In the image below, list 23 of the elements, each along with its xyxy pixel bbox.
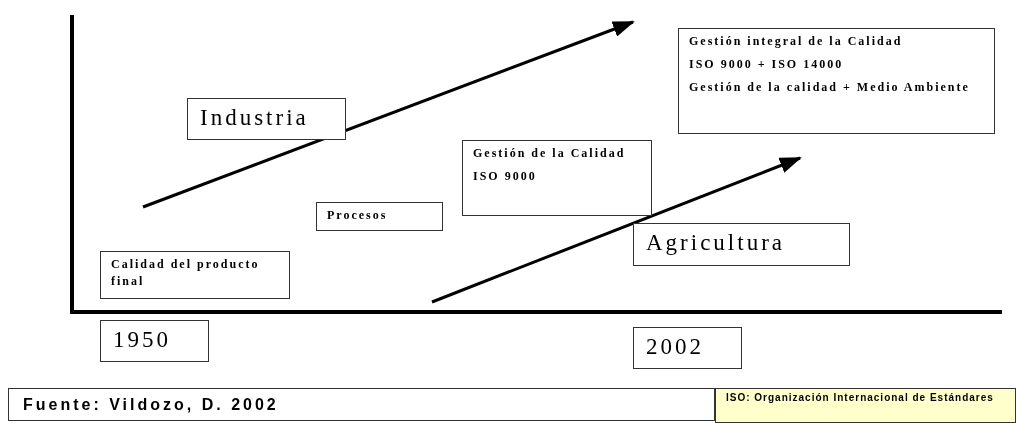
source-box [8,388,715,421]
note-box [678,28,995,134]
note-box [715,388,1016,423]
box-text: Procesos [327,207,389,224]
box-text: ISO 9000 [473,168,538,185]
box-text: Gestión de la calidad + Medio Ambiente [689,79,971,96]
box-text: Gestión integral de la Calidad [689,33,904,50]
box-text: Gestión de la Calidad [473,145,627,162]
box-text: Industria [200,105,310,131]
stage-box [100,251,290,299]
box-text: 1950 [113,327,172,353]
year-box [100,320,209,362]
box-text: 2002 [646,334,705,360]
box-text: ISO 9000 + ISO 14000 [689,56,845,73]
sector-box [187,98,346,140]
stage-box [462,140,652,216]
year-box [633,327,742,369]
box-text: Calidad del producto final [111,256,261,290]
stage-box [316,202,443,231]
sector-box [633,223,850,266]
box-text: Fuente: Vildozo, D. 2002 [23,396,280,414]
box-text: Agricultura [646,230,786,256]
box-text: ISO: Organización Internacional de Estándares [726,392,995,403]
